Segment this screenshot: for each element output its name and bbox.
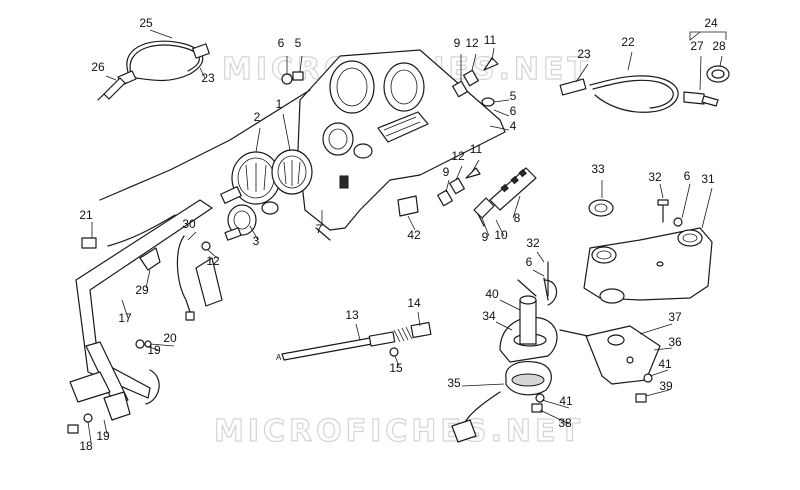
callout-c38: 38 [558, 416, 572, 430]
callout-c18: 18 [79, 439, 93, 453]
callout-c32b: 32 [526, 236, 540, 250]
callout-c28: 28 [712, 39, 726, 53]
tachometer-cable [97, 40, 210, 101]
lower-bracket [67, 341, 160, 434]
gauge-speedometer [261, 149, 313, 215]
callout-c19a: 19 [147, 343, 161, 357]
instrument-housing [297, 49, 506, 241]
callout-c6d: 6 [526, 255, 533, 269]
callout-c35: 35 [447, 376, 461, 390]
speedometer-cable [559, 65, 730, 113]
callout-c8: 8 [514, 211, 521, 225]
callout-c7: 7 [316, 222, 323, 236]
callout-c40: 40 [485, 287, 499, 301]
callout-c20: 20 [163, 331, 177, 345]
callout-c11a: 11 [484, 33, 497, 47]
callout-c2: 2 [254, 110, 261, 124]
callout-c9a: 9 [454, 36, 461, 50]
callout-c41b: 41 [559, 394, 573, 408]
steering-lock [451, 261, 558, 443]
watermark-bottom: MICROFICHES.NET [214, 414, 584, 449]
callout-c23a: 23 [201, 71, 215, 85]
marker-a: A [276, 353, 282, 362]
bulb-holder-upper [452, 57, 499, 107]
callout-c30: 30 [182, 217, 196, 231]
callout-c31: 31 [701, 172, 715, 186]
callout-c6a: 6 [278, 36, 285, 50]
callout-c12c: 12 [206, 254, 220, 268]
callout-c12a: 12 [465, 36, 479, 50]
callout-c41a: 41 [658, 357, 672, 371]
callout-c24: 24 [704, 16, 718, 30]
callout-c22: 22 [621, 35, 635, 49]
callout-c6c: 6 [684, 169, 691, 183]
gauge-tachometer [220, 151, 281, 205]
callout-c42: 42 [407, 228, 421, 242]
lock-bracket [559, 325, 661, 403]
leader-lines [87, 29, 727, 443]
damper-rod: A [276, 321, 432, 362]
callout-c27: 27 [690, 39, 704, 53]
steering-plate [583, 199, 713, 304]
callout-c32a: 32 [648, 170, 662, 184]
callout-c36: 36 [668, 335, 682, 349]
callout-c6b: 6 [510, 104, 517, 118]
callout-c12b: 12 [451, 149, 465, 163]
callout-c15: 15 [389, 361, 403, 375]
callout-c26: 26 [91, 60, 105, 74]
callout-c29: 29 [135, 283, 149, 297]
callout-c23b: 23 [577, 47, 591, 61]
callout-c5a: 5 [295, 36, 302, 50]
callout-c37: 37 [668, 310, 682, 324]
callout-c3: 3 [253, 234, 260, 248]
callout-c14: 14 [407, 296, 421, 310]
callout-c5b: 5 [510, 89, 517, 103]
gauge-small [224, 204, 257, 241]
mounting-bracket [75, 89, 311, 399]
callout-c13: 13 [345, 308, 359, 322]
callout-c19b: 19 [96, 429, 110, 443]
callout-c39: 39 [659, 379, 673, 393]
bulb-holder-lower [437, 167, 495, 227]
callout-c1: 1 [276, 97, 283, 111]
callout-c9c: 9 [482, 230, 489, 244]
callout-c4: 4 [510, 119, 517, 133]
switch-panel [489, 167, 537, 211]
callout-c25: 25 [139, 16, 153, 30]
callout-c33: 33 [591, 162, 605, 176]
callout-c17: 17 [118, 311, 132, 325]
callout-c34: 34 [482, 309, 496, 323]
callout-c9b: 9 [443, 165, 450, 179]
callout-c21: 21 [79, 208, 93, 222]
callout-c11b: 11 [470, 142, 483, 156]
callout-c10: 10 [494, 228, 508, 242]
